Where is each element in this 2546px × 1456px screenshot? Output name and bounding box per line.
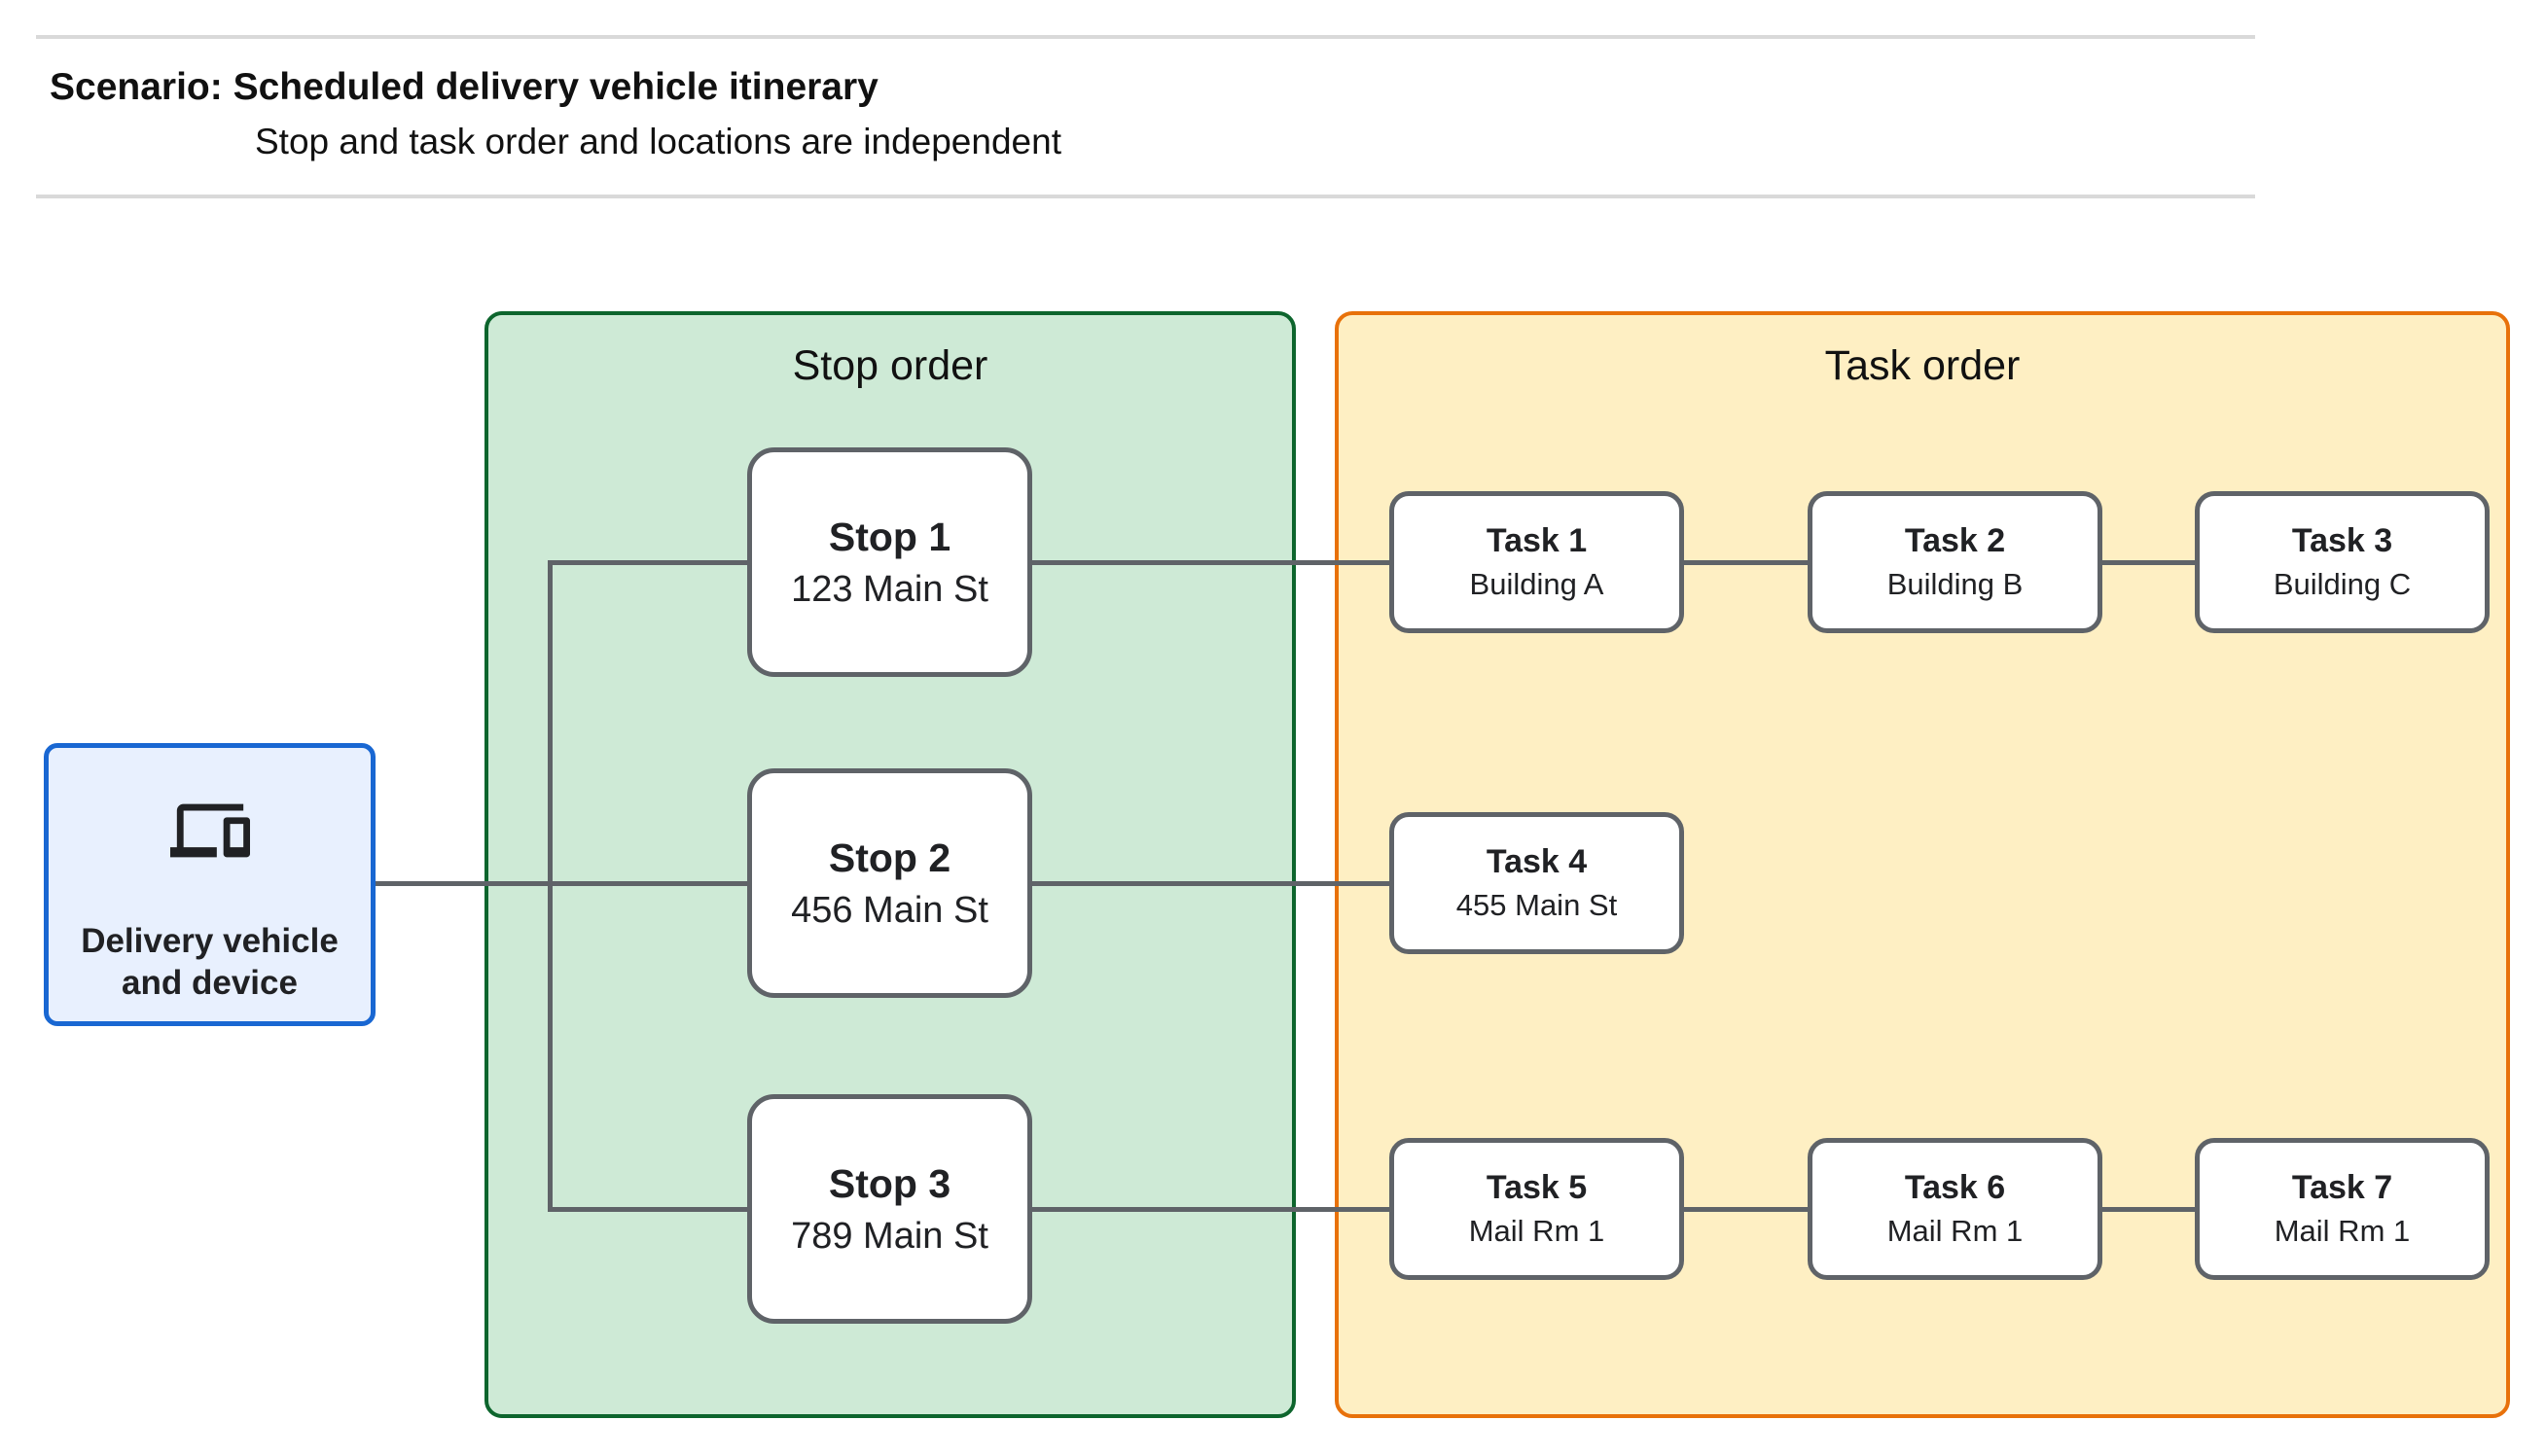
task-location: Building C bbox=[2273, 567, 2412, 601]
stop-location: 456 Main St bbox=[791, 889, 988, 931]
task-location: 455 Main St bbox=[1455, 888, 1618, 922]
task-3-node: Task 3 Building C bbox=[2195, 491, 2490, 633]
task-name: Task 5 bbox=[1486, 1169, 1588, 1206]
page-title: Scenario: Scheduled delivery vehicle iti… bbox=[50, 66, 879, 108]
connector-branch-to-stop1 bbox=[548, 560, 749, 565]
stop-1-node: Stop 1 123 Main St bbox=[747, 447, 1032, 677]
connector-task1-to-task2 bbox=[1682, 560, 1810, 565]
task-name: Task 4 bbox=[1486, 843, 1588, 880]
devices-icon bbox=[169, 791, 250, 875]
task-location: Mail Rm 1 bbox=[1886, 1214, 2024, 1248]
task-name: Task 3 bbox=[2291, 522, 2393, 559]
task-order-title: Task order bbox=[1824, 342, 2021, 389]
delivery-vehicle-node: Delivery vehicle and device bbox=[44, 743, 376, 1026]
task-1-node: Task 1 Building A bbox=[1389, 491, 1684, 633]
connector-stop1-to-task1 bbox=[1030, 560, 1391, 565]
task-5-node: Task 5 Mail Rm 1 bbox=[1389, 1138, 1684, 1280]
stop-order-title: Stop order bbox=[792, 342, 988, 389]
task-6-node: Task 6 Mail Rm 1 bbox=[1808, 1138, 2102, 1280]
stop-location: 789 Main St bbox=[791, 1215, 988, 1257]
stop-name: Stop 2 bbox=[828, 835, 951, 880]
connector-branch-to-stop3 bbox=[548, 1207, 749, 1212]
stop-name: Stop 1 bbox=[828, 514, 951, 559]
connector-task5-to-task6 bbox=[1682, 1207, 1810, 1212]
connector-stop3-to-task5 bbox=[1030, 1207, 1391, 1212]
stop-name: Stop 3 bbox=[828, 1160, 951, 1206]
task-location: Mail Rm 1 bbox=[2274, 1214, 2411, 1248]
connector-device-to-stop2 bbox=[373, 881, 749, 886]
task-4-node: Task 4 455 Main St bbox=[1389, 812, 1684, 954]
connector-task6-to-task7 bbox=[2100, 1207, 2197, 1212]
connector-stop2-to-task4 bbox=[1030, 881, 1391, 886]
task-name: Task 1 bbox=[1486, 522, 1588, 559]
task-name: Task 2 bbox=[1904, 522, 2006, 559]
stop-location: 123 Main St bbox=[791, 568, 988, 610]
task-name: Task 7 bbox=[2291, 1169, 2393, 1206]
header-divider bbox=[36, 195, 2255, 198]
stop-3-node: Stop 3 789 Main St bbox=[747, 1094, 1032, 1324]
task-name: Task 6 bbox=[1904, 1169, 2006, 1206]
task-location: Building B bbox=[1886, 567, 2024, 601]
task-location: Building A bbox=[1469, 567, 1604, 601]
page-subtitle: Stop and task order and locations are in… bbox=[255, 122, 1061, 161]
delivery-vehicle-label: Delivery vehicle and device bbox=[81, 922, 339, 1003]
task-7-node: Task 7 Mail Rm 1 bbox=[2195, 1138, 2490, 1280]
task-2-node: Task 2 Building B bbox=[1808, 491, 2102, 633]
top-divider bbox=[36, 35, 2255, 39]
connector-branch-vertical bbox=[548, 560, 553, 1212]
connector-task2-to-task3 bbox=[2100, 560, 2197, 565]
stop-2-node: Stop 2 456 Main St bbox=[747, 768, 1032, 998]
task-location: Mail Rm 1 bbox=[1468, 1214, 1605, 1248]
